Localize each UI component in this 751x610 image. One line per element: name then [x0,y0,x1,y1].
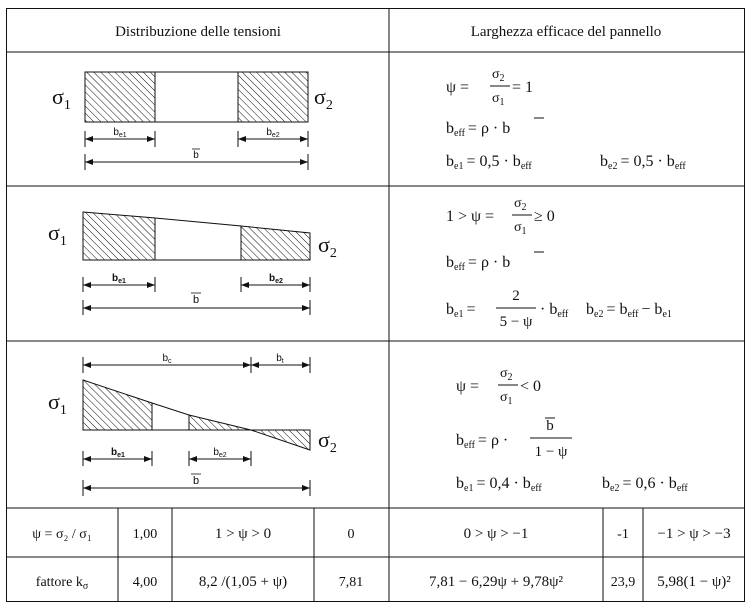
header-effective-width: Larghezza efficace del pannello [471,24,662,40]
psi-row: ψ = σ₂ / σ₁ 1,00 1 > ψ > 0 0 0 > ψ > −1 … [32,526,730,542]
svg-text:1 − ψ: 1 − ψ [535,444,568,460]
svg-text:beff= ρ · b: beff= ρ · b [446,254,510,273]
svg-text:≥ 0: ≥ 0 [534,208,555,225]
svg-text:σ1: σ1 [492,91,505,108]
svg-text:be2: be2 [269,273,283,285]
svg-text:1 > ψ =: 1 > ψ = [446,208,494,225]
header-stress-distribution: Distribuzione delle tensioni [115,24,281,40]
svg-text:σ2: σ2 [492,67,505,84]
stress-diagram-bending: bc bt σ1 σ2 be1 be2 b [48,353,337,496]
svg-text:−1 > ψ > −3: −1 > ψ > −3 [657,526,730,542]
stress-diagram-uniform: σ1 σ2 be1 be2 b [52,71,333,170]
svg-text:b: b [546,418,554,434]
svg-text:be1= 0,5 · beff: be1= 0,5 · beff [446,153,532,172]
svg-text:beff= ρ ·: beff= ρ · [456,432,508,451]
svg-text:σ2: σ2 [318,427,337,456]
svg-text:1 > ψ > 0: 1 > ψ > 0 [215,526,271,542]
svg-text:σ2: σ2 [500,366,513,383]
svg-text:· beff: · beff [540,301,569,320]
svg-text:b: b [193,150,199,161]
svg-text:7,81 − 6,29ψ + 9,78ψ²: 7,81 − 6,29ψ + 9,78ψ² [429,574,563,590]
svg-text:be2= 0,6 · beff: be2= 0,6 · beff [602,475,688,494]
svg-text:ψ =: ψ = [446,79,469,96]
svg-text:5 − ψ: 5 − ψ [500,314,533,330]
svg-text:be1: be1 [111,447,125,459]
svg-text:ψ = σ₂ / σ₁: ψ = σ₂ / σ₁ [32,527,91,542]
formula-block-row2: 1 > ψ = σ2 σ1 ≥ 0 beff= ρ · b be1= 2 5 −… [446,196,672,330]
svg-text:σ2: σ2 [514,196,527,213]
svg-text:< 0: < 0 [520,378,541,395]
svg-text:0: 0 [348,527,355,542]
svg-text:be1= 0,4 · beff: be1= 0,4 · beff [456,475,542,494]
svg-text:σ2: σ2 [318,232,337,261]
svg-text:4,00: 4,00 [133,575,158,590]
svg-text:be1: be1 [112,273,126,285]
svg-text:b: b [193,475,199,487]
svg-text:ψ =: ψ = [456,378,479,395]
svg-text:σ2: σ2 [314,84,333,113]
formula-block-row1: ψ = σ2 σ1 = 1 beff= ρ · b be1= 0,5 · bef… [446,67,686,172]
svg-text:0 > ψ > −1: 0 > ψ > −1 [464,526,529,542]
svg-text:σ1: σ1 [48,220,67,249]
stress-diagram-trapezoid: σ1 σ2 be1 be2 b [48,211,337,315]
svg-text:-1: -1 [617,527,629,542]
svg-text:be1: be1 [113,127,126,139]
svg-text:be2= 0,5 · beff: be2= 0,5 · beff [600,153,686,172]
svg-text:2: 2 [512,288,520,304]
svg-text:bt: bt [276,353,284,365]
svg-text:1,00: 1,00 [133,527,158,542]
svg-text:σ1: σ1 [48,389,67,418]
svg-text:be2= beff− be1: be2= beff− be1 [586,301,672,320]
svg-text:5,98(1 − ψ)²: 5,98(1 − ψ)² [657,574,731,590]
svg-text:σ1: σ1 [52,84,71,113]
svg-text:23,9: 23,9 [611,575,636,590]
svg-text:be2: be2 [213,447,226,459]
svg-text:b: b [193,294,199,306]
svg-text:be1=: be1= [446,301,475,320]
svg-text:= 1: = 1 [512,79,533,96]
svg-text:bc: bc [162,353,172,365]
formula-block-row3: ψ = σ2 σ1 < 0 beff= ρ · b 1 − ψ be1= 0,4… [456,366,688,494]
svg-text:fattore kσ: fattore kσ [36,575,89,592]
svg-text:7,81: 7,81 [339,575,364,590]
svg-text:8,2 /(1,05 + ψ): 8,2 /(1,05 + ψ) [199,574,287,590]
buckling-factor-row: fattore kσ 4,00 8,2 /(1,05 + ψ) 7,81 7,8… [36,574,732,592]
svg-text:be2: be2 [266,127,279,139]
svg-text:beff= ρ · b: beff= ρ · b [446,120,510,139]
svg-text:σ1: σ1 [514,220,527,237]
svg-text:σ1: σ1 [500,390,513,407]
table-grid [6,8,745,602]
